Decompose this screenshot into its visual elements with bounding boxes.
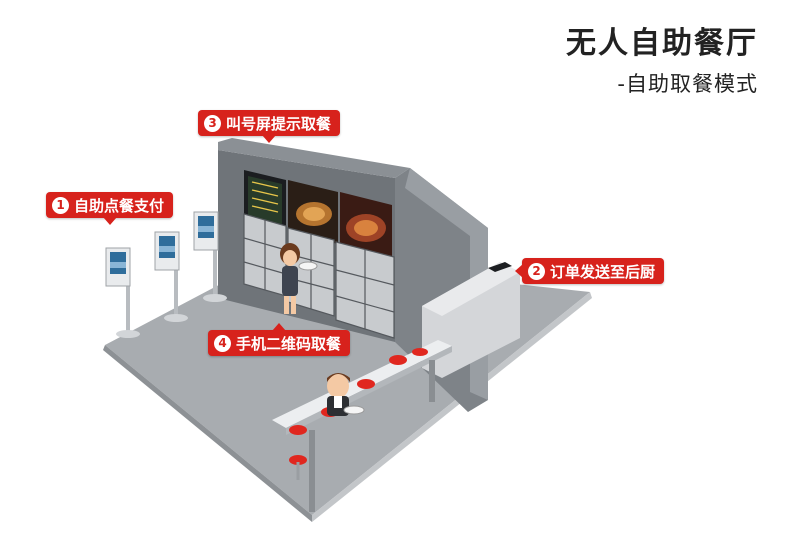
callout-label: 自助点餐支付 bbox=[74, 196, 165, 215]
step-number-3: 3 bbox=[204, 114, 221, 132]
page-title: 无人自助餐厅 bbox=[566, 26, 758, 61]
page-subtitle: -自助取餐模式 bbox=[617, 72, 758, 96]
callout-label: 叫号屏提示取餐 bbox=[226, 114, 332, 133]
callout-qr-code-pickup: 4 手机二维码取餐 bbox=[208, 323, 351, 356]
customer-woman bbox=[280, 243, 318, 314]
callout-self-order-payment: 1 自助点餐支付 bbox=[46, 192, 174, 225]
self-order-kiosks bbox=[105, 211, 227, 338]
page-title-block: 无人自助餐厅 -自助取餐模式 bbox=[566, 26, 758, 98]
callout-order-to-kitchen: 2 订单发送至后厨 bbox=[515, 258, 665, 284]
bar-stools bbox=[289, 348, 428, 480]
step-number-4: 4 bbox=[214, 334, 231, 352]
callout-label: 订单发送至后厨 bbox=[550, 262, 656, 281]
callout-label: 手机二维码取餐 bbox=[236, 334, 342, 353]
callout-call-screen-pickup: 3 叫号屏提示取餐 bbox=[198, 110, 341, 143]
customer-man bbox=[327, 373, 365, 416]
step-number-2: 2 bbox=[528, 262, 545, 280]
order-printer bbox=[488, 262, 512, 272]
step-number-1: 1 bbox=[52, 196, 69, 214]
